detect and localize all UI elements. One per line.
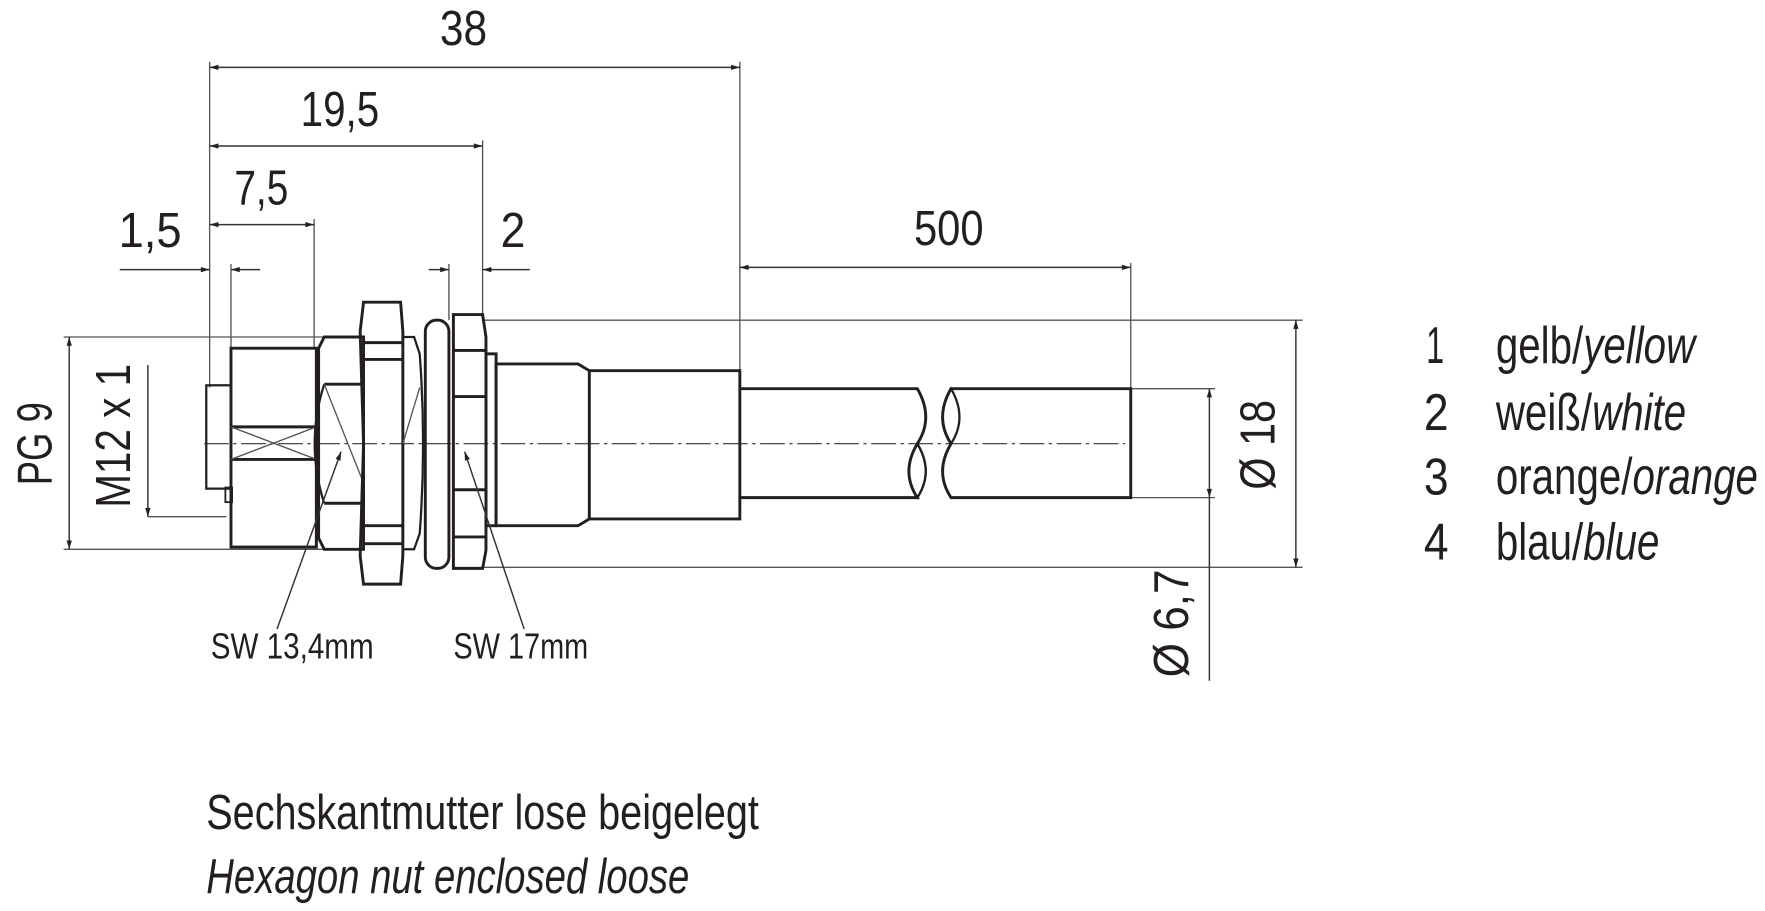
cable-break-hatch-right xyxy=(941,386,961,446)
wire-color-en: white xyxy=(1592,383,1686,441)
dim-outer-diameter: Ø 18 xyxy=(1231,400,1286,490)
hex-nut-small xyxy=(317,335,365,551)
wire-color-en: blue xyxy=(1583,513,1659,571)
extension-lines xyxy=(63,61,1303,568)
wrench-size-large: SW 17mm xyxy=(453,625,588,666)
note-english: Hexagon nut enclosed loose xyxy=(206,849,689,904)
wrench-size-small: SW 13,4mm xyxy=(211,625,374,666)
wire-color-legend: 1 gelb/yellow 2 weiß/white 3 orange/oran… xyxy=(1424,316,1758,571)
wire-color-en: yellow xyxy=(1581,316,1698,374)
dim-1-5: 1,5 xyxy=(119,203,182,258)
cable-break-hatch-left xyxy=(907,441,927,500)
connector-body xyxy=(205,300,1133,586)
mounting-nut xyxy=(451,313,488,570)
front-body xyxy=(229,346,318,549)
hex-nut-large xyxy=(358,300,405,586)
front-tab xyxy=(205,384,233,490)
dim-38: 38 xyxy=(440,1,487,56)
wire-color-de: gelb/ xyxy=(1496,316,1583,374)
rear-body xyxy=(494,362,742,528)
wire-color-de: orange/ xyxy=(1496,447,1633,505)
leader-sw-small xyxy=(276,451,342,630)
dim-pg9: PG 9 xyxy=(7,402,62,485)
washer xyxy=(484,352,498,528)
note-german: Sechskantmutter lose beigelegt xyxy=(206,785,759,840)
dim-m12: M12 x 1 xyxy=(86,364,141,508)
pin-number: 2 xyxy=(1424,383,1449,441)
dim-19-5: 19,5 xyxy=(301,82,380,137)
pin-number: 1 xyxy=(1426,316,1444,374)
wire-color: blau/blue xyxy=(1496,513,1660,571)
wire-color: orange/orange xyxy=(1496,447,1758,505)
dim-2: 2 xyxy=(501,203,526,258)
dimension-lines xyxy=(66,64,1299,681)
o-ring xyxy=(423,318,451,570)
dim-7-5: 7,5 xyxy=(234,160,288,215)
wire-color-de: blau/ xyxy=(1496,513,1583,571)
wire-color-de: weiß/ xyxy=(1495,383,1592,441)
pin-number: 4 xyxy=(1424,512,1449,570)
wire-color: gelb/yellow xyxy=(1496,316,1698,374)
leader-sw-large xyxy=(463,451,525,630)
wire-color: weiß/white xyxy=(1495,383,1686,441)
pin-number: 3 xyxy=(1424,447,1449,505)
dim-cable-diameter: Ø 6,7 xyxy=(1144,570,1199,678)
dim-500: 500 xyxy=(914,201,984,256)
wire-color-en: orange xyxy=(1633,447,1758,505)
